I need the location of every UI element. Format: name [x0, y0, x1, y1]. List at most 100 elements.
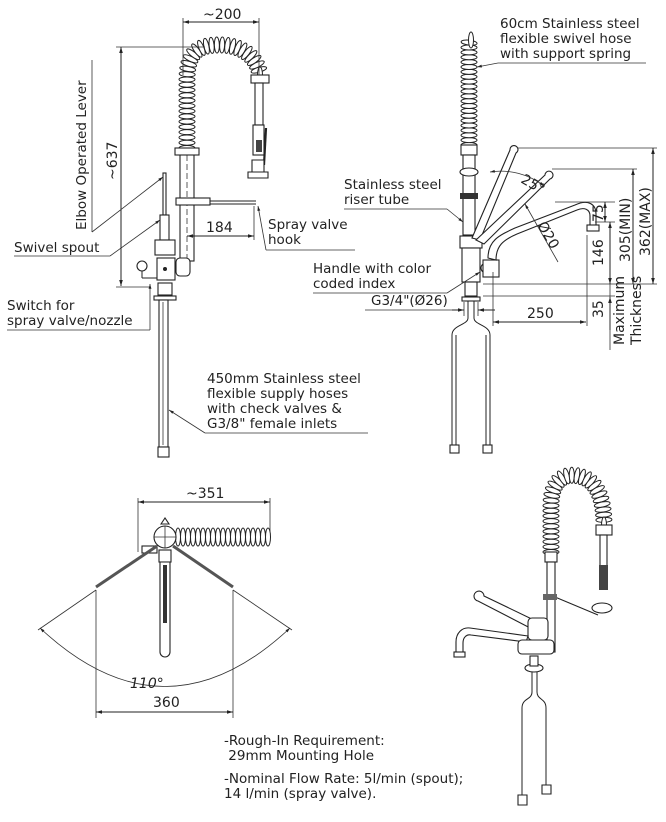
dim-spout-height: 146	[591, 239, 607, 266]
top-lever-hub	[158, 549, 172, 563]
mount-nut	[153, 295, 177, 301]
spray-head-tube	[254, 82, 264, 126]
dim-spout-diameter: Ø20	[534, 219, 562, 252]
spout-aerator	[586, 224, 600, 232]
coil-turn	[460, 49, 478, 56]
front-spring-hose	[460, 31, 478, 148]
coil-turn	[542, 533, 560, 540]
callout-swivel-hose-line1: 60cm Stainless steel	[500, 16, 640, 32]
coil-turn	[190, 527, 196, 547]
iso-spout	[455, 627, 529, 653]
callout-elbow-lever: Elbow Operated Lever	[74, 80, 90, 230]
coil-turn	[542, 507, 560, 514]
iso-aerator	[453, 651, 466, 658]
angle-arc-25	[489, 169, 545, 187]
coil-turn	[178, 87, 196, 94]
coil-turn	[225, 527, 231, 547]
supply-hose-right	[473, 301, 491, 445]
top-spring-hose	[175, 527, 271, 547]
coil-turn	[542, 512, 560, 519]
coil-turn	[178, 81, 196, 88]
iso-inlet-right	[541, 784, 552, 795]
spout-stem	[159, 214, 170, 241]
spray-nozzle	[247, 171, 269, 179]
coil-turn	[542, 543, 560, 550]
dim-hose-width: ~200	[203, 7, 241, 23]
iso-valve-body	[527, 617, 549, 641]
coil-turn	[542, 502, 560, 509]
callout-supply-line2: flexible supply hoses	[207, 386, 348, 402]
coil-turn	[210, 527, 216, 547]
iso-inlet-left	[517, 794, 528, 806]
coil-turn	[178, 139, 196, 146]
inlet-nut-right	[482, 444, 493, 454]
callout-handle-line1: Handle with color	[313, 261, 432, 277]
callout-riser-line2: riser tube	[344, 192, 409, 208]
iso-nozzle	[591, 602, 613, 614]
coil-turn	[460, 54, 478, 61]
coil-turn	[178, 97, 196, 104]
coil-turn	[460, 98, 478, 105]
callout-supply-line4: G3/8" female inlets	[207, 416, 337, 432]
iso-collar	[544, 551, 558, 563]
dim-max-thickness: 35	[591, 300, 607, 318]
iso-hook-bar	[554, 596, 599, 616]
iso-base	[517, 639, 555, 655]
dim-overall-width: ~351	[186, 486, 224, 502]
coil-turn	[180, 527, 186, 547]
coil-turn	[178, 123, 196, 130]
coil-turn	[215, 527, 221, 547]
coil-turn	[460, 127, 478, 134]
callout-swivel-hose-line2: flexible swivel hose	[500, 31, 632, 47]
coil-turn	[460, 83, 478, 90]
coil-turn	[460, 137, 478, 144]
hose-elbow	[175, 257, 191, 277]
dim-spout-reach: 250	[527, 306, 554, 322]
callout-supply-line3: with check valves &	[207, 401, 342, 417]
coil-turn	[460, 112, 478, 119]
callout-swivel-spout: Swivel spout	[14, 240, 99, 256]
iso-riser	[546, 561, 556, 653]
coil-turn	[542, 523, 560, 530]
dim-overall-height: ~637	[105, 142, 121, 180]
coil-turn	[240, 527, 246, 547]
front-spring-collar	[460, 144, 478, 156]
dim-swing-width: 360	[153, 695, 180, 711]
coil-turn	[265, 527, 271, 547]
spout-swing-left	[95, 544, 158, 589]
supply-inlet-nut	[157, 446, 170, 458]
iso-trigger	[599, 565, 608, 590]
coil-turn	[178, 134, 196, 141]
isometric-view	[453, 466, 613, 806]
coil-turn	[205, 527, 211, 547]
coil-turn	[460, 117, 478, 124]
swing-arc	[39, 627, 291, 687]
note-rough-in-title: -Rough-In Requirement:	[224, 733, 385, 749]
supply-hose	[158, 299, 169, 448]
coil-turn	[460, 102, 478, 109]
front-view: 60cm Stainless steel flexible swivel hos…	[313, 16, 657, 454]
dim-hook-offset: 184	[206, 220, 233, 236]
dim-min-height: 305(MIN)	[618, 198, 634, 262]
coil-turn	[230, 527, 236, 547]
coil-turn	[178, 102, 196, 109]
coil-turn	[235, 527, 241, 547]
side-view: ~200 ~637 184 Elbow Operated Lever Swive…	[7, 7, 368, 458]
coil-turn	[460, 59, 478, 66]
coil-turn	[219, 36, 226, 54]
dim-max-height: 362(MAX)	[638, 187, 654, 256]
callout-supply-line1: 450mm Stainless steel	[207, 371, 361, 387]
coil-turn	[460, 93, 478, 100]
lever-max	[471, 145, 519, 241]
top-hook	[159, 517, 171, 525]
iso-lever	[473, 590, 539, 631]
spring-collar	[174, 147, 200, 156]
callout-swivel-hose-line3: with support spring	[500, 46, 631, 62]
switch-knob	[136, 260, 148, 272]
coil-turn	[460, 122, 478, 129]
dim-lever-angle: 25°	[518, 172, 548, 198]
coil-turn	[542, 538, 560, 545]
iso-head-collar	[595, 524, 613, 536]
coil-turn	[542, 518, 560, 525]
